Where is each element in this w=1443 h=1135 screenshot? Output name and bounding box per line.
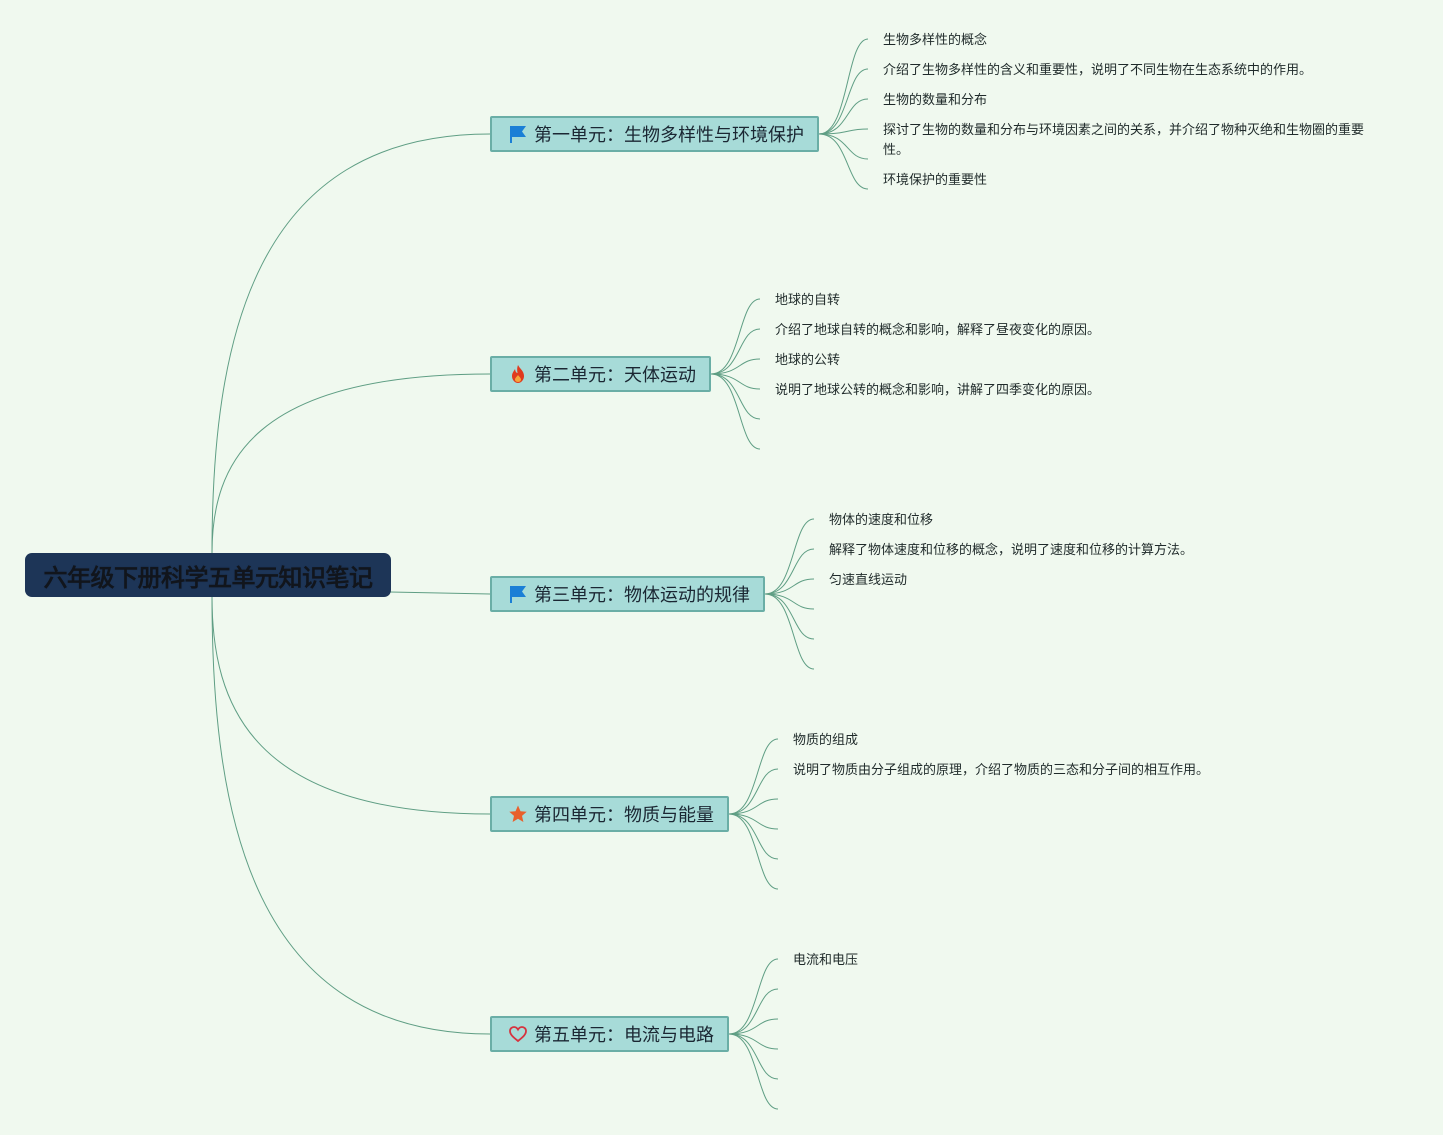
unit-2-label: 第二单元：天体运动	[534, 365, 696, 386]
unit-1-leaf-2[interactable]: 介绍了生物多样性的含义和重要性，说明了不同生物在生态系统中的作用。	[883, 63, 1313, 78]
unit-2-leaf-3[interactable]: 地球的公转	[775, 353, 841, 368]
star-icon	[508, 804, 528, 824]
flag-icon	[508, 124, 528, 144]
flag-icon	[508, 584, 528, 604]
unit-1-topic[interactable]: 第一单元：生物多样性与环境保护	[490, 116, 819, 152]
unit-3-label: 第三单元：物体运动的规律	[534, 585, 750, 606]
unit-1-leaf-1[interactable]: 生物多样性的概念	[883, 33, 988, 48]
unit-2-leaf-1[interactable]: 地球的自转	[775, 293, 841, 308]
unit-4-topic[interactable]: 第四单元：物质与能量	[490, 796, 729, 832]
unit-5-topic[interactable]: 第五单元：电流与电路	[490, 1016, 729, 1052]
unit-1-leaf-4[interactable]: 探讨了生物的数量和分布与环境因素之间的关系，并介绍了物种灭绝和生物圈的重要性。	[883, 123, 1365, 158]
unit-3-topic[interactable]: 第三单元：物体运动的规律	[490, 576, 765, 612]
unit-2-topic[interactable]: 第二单元：天体运动	[490, 356, 711, 392]
unit-1-leaf-3[interactable]: 生物的数量和分布	[883, 93, 988, 108]
unit-4-leaf-1[interactable]: 物质的组成	[793, 733, 859, 748]
unit-1-label: 第一单元：生物多样性与环境保护	[534, 125, 804, 146]
unit-2-leaf-4[interactable]: 说明了地球公转的概念和影响，讲解了四季变化的原因。	[775, 383, 1101, 398]
fire-icon	[508, 364, 528, 384]
unit-5-leaf-1[interactable]: 电流和电压	[793, 953, 859, 968]
root-topic-label: 六年级下册科学五单元知识笔记	[43, 563, 374, 592]
unit-4-leaf-2[interactable]: 说明了物质由分子组成的原理，介绍了物质的三态和分子间的相互作用。	[793, 763, 1210, 778]
heart-icon	[508, 1024, 528, 1044]
unit-2-leaf-2[interactable]: 介绍了地球自转的概念和影响，解释了昼夜变化的原因。	[775, 323, 1101, 338]
unit-1-leaf-5[interactable]: 环境保护的重要性	[883, 173, 988, 188]
unit-4-label: 第四单元：物质与能量	[534, 805, 714, 826]
unit-3-leaf-2[interactable]: 解释了物体速度和位移的概念，说明了速度和位移的计算方法。	[829, 543, 1194, 558]
root-topic[interactable]: 六年级下册科学五单元知识笔记	[25, 553, 391, 597]
unit-3-leaf-3[interactable]: 匀速直线运动	[829, 573, 908, 588]
unit-3-leaf-1[interactable]: 物体的速度和位移	[829, 513, 934, 528]
unit-5-label: 第五单元：电流与电路	[534, 1025, 714, 1046]
